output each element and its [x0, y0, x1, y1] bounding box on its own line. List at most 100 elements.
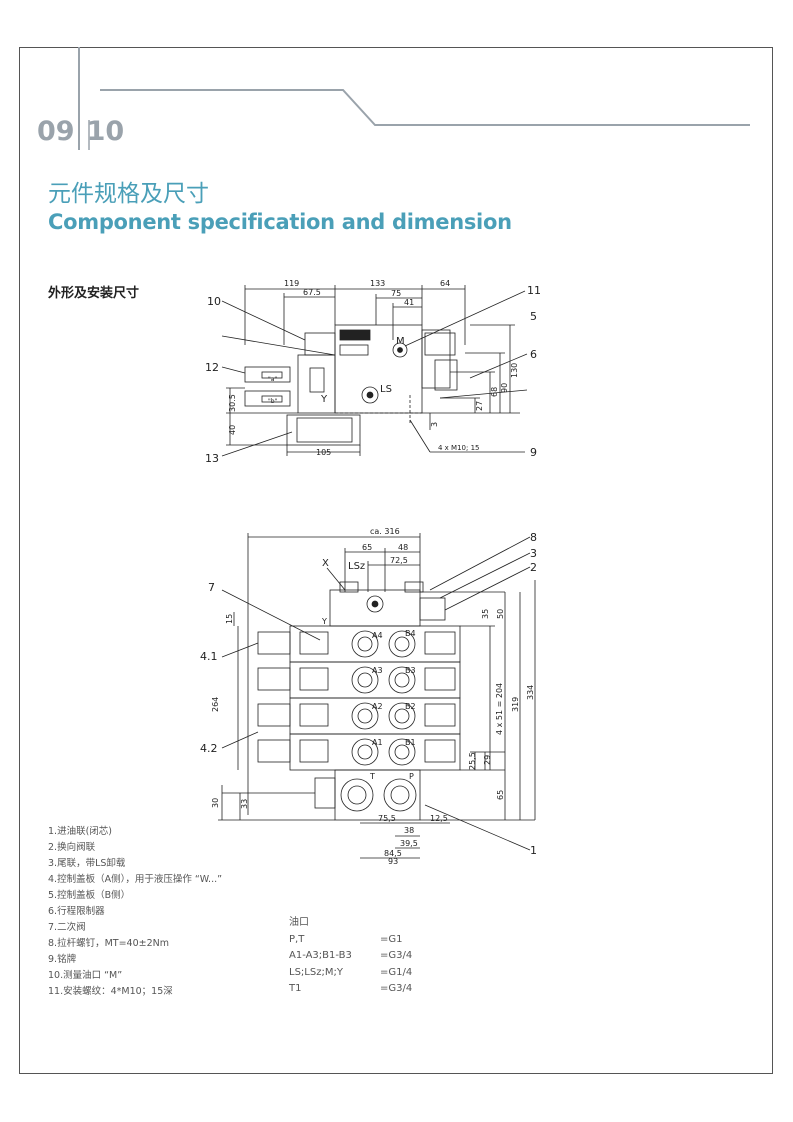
legend-item: 11.安装螺纹：4*M10；15深	[48, 986, 173, 997]
label-b1: B1	[405, 738, 416, 747]
label-b2: B2	[405, 702, 416, 711]
dim-72-5: 72,5	[390, 556, 408, 565]
callout-3: 3	[530, 547, 537, 560]
callout-1: 1	[530, 844, 537, 857]
label-p: P	[409, 772, 414, 781]
label-b4: B4	[405, 629, 416, 638]
port-row: P,T =G1	[289, 932, 412, 949]
callout-12: 12	[205, 361, 219, 374]
dim-41: 41	[404, 298, 414, 307]
dim-33: 33	[240, 799, 249, 809]
page-title-cn: 元件规格及尺寸	[48, 181, 209, 207]
dim-50: 50	[496, 609, 505, 619]
callout-6: 6	[530, 348, 537, 361]
actuator-label-b: "b"	[268, 398, 278, 405]
callout-5: 5	[530, 310, 537, 323]
component-legend: 1.进油联(闭芯) 2.换向阀联 3.尾联，带LS卸载 4.控制盖板（A侧），用…	[48, 824, 222, 1000]
callout-10: 10	[207, 295, 221, 308]
dim-75: 75	[391, 289, 401, 298]
dim-30: 30	[211, 798, 220, 808]
port-name: P,T	[289, 933, 305, 945]
dim-35: 35	[481, 609, 490, 619]
page-frame	[19, 47, 773, 1074]
label-x: X	[322, 558, 329, 569]
port-label-y: Y	[320, 394, 328, 405]
callout-4-1: 4.1	[200, 650, 218, 663]
bolt-spec: 4 x M10; 15	[438, 444, 479, 452]
dim-119: 119	[284, 279, 299, 288]
label-lsz: LSz	[348, 561, 365, 572]
front-view-drawing: ca. 316 65 48 72,5 35 50 15 264 4 x 51 =…	[200, 527, 537, 865]
dim-64: 64	[440, 279, 450, 288]
dim-3: 3	[430, 422, 439, 427]
legend-item: 2.换向阀联	[48, 842, 96, 853]
dim-67-5: 67.5	[303, 288, 321, 297]
page-title-en: Component specification and dimension	[48, 210, 512, 234]
dim-38: 38	[404, 826, 414, 835]
port-value: =G1	[380, 933, 403, 945]
legend-item: 9.铭牌	[48, 954, 77, 965]
dim-65: 65	[362, 543, 372, 552]
legend-item: 1.进油联(闭芯)	[48, 826, 112, 837]
label-y: Y	[321, 617, 327, 626]
port-name: T1	[289, 983, 302, 994]
section-heading: 外形及安装尺寸	[48, 286, 140, 301]
dim-15: 15	[225, 614, 234, 624]
legend-item: 4.控制盖板（A侧），用于液压操作 “W...”	[48, 874, 223, 885]
legend-item: 6.行程限制器	[48, 906, 105, 917]
callout-8: 8	[530, 531, 537, 544]
dim-27: 27	[475, 401, 484, 411]
dim-48: 48	[398, 543, 408, 552]
legend-item: 3.尾联，带LS卸载	[48, 858, 126, 869]
dim-264: 264	[211, 697, 220, 712]
port-value: =G1/4	[380, 966, 413, 978]
label-t: T	[369, 772, 375, 781]
dim-319: 319	[511, 697, 520, 712]
label-a4: A4	[372, 631, 383, 640]
dim-25-5: 25,5	[468, 752, 477, 770]
callout-9: 9	[530, 446, 537, 459]
dim-130: 130	[510, 363, 519, 378]
label-a2: A2	[372, 702, 383, 711]
dim-65-b: 65	[496, 790, 505, 800]
dim-39-5: 39,5	[400, 839, 418, 848]
port-row: T1 =G3/4	[289, 981, 412, 998]
dim-30-5: 30.5	[228, 394, 237, 412]
actuator-label-a: "a"	[268, 376, 277, 383]
page-number: 09 10	[37, 117, 124, 147]
callout-13: 13	[205, 452, 219, 465]
dim-105: 105	[316, 448, 331, 457]
label-a1: A1	[372, 738, 383, 747]
dim-68: 68	[490, 387, 499, 397]
callout-7: 7	[208, 581, 215, 594]
dim-334: 334	[526, 685, 535, 700]
port-label-m: M	[396, 336, 405, 347]
port-table: 油口 P,T =G1 A1-A3;B1-B3 =G3/4 LS;LSz;M;Y =G1…	[289, 915, 412, 998]
header-rule	[78, 47, 750, 150]
dim-ca-316: ca. 316	[370, 527, 400, 536]
port-value: =G3/4	[380, 950, 413, 961]
page-number-left: 09	[37, 116, 75, 147]
port-name: A1-A3;B1-B3	[289, 950, 352, 961]
port-row: LS;LSz;M;Y =G1/4	[289, 965, 412, 982]
dim-90: 90	[500, 383, 509, 393]
dim-12-5: 12,5	[430, 814, 448, 823]
label-b3: B3	[405, 666, 416, 675]
port-table-title: 油口	[289, 917, 309, 928]
legend-item: 10.测量油口 “M”	[48, 970, 123, 981]
legend-item: 7.二次阀	[48, 922, 86, 933]
callout-11: 11	[527, 284, 541, 297]
dim-133: 133	[370, 279, 385, 288]
dim-93: 93	[388, 857, 398, 865]
label-a3: A3	[372, 666, 383, 675]
legend-item: 8.拉杆螺钉，MT=40±2Nm	[48, 938, 169, 949]
dim-29: 29	[483, 755, 492, 765]
dim-204: 4 x 51 = 204	[495, 683, 504, 735]
top-view-drawing: 119 67.5 133 75 41 64 130 90 68 27 3 30.…	[205, 279, 541, 465]
page-number-right: 10	[86, 116, 125, 147]
callout-2: 2	[530, 561, 537, 574]
port-name: LS;LSz;M;Y	[289, 966, 343, 978]
dim-40: 40	[228, 425, 237, 435]
port-label-ls: LS	[380, 384, 392, 395]
port-value: =G3/4	[380, 983, 413, 994]
